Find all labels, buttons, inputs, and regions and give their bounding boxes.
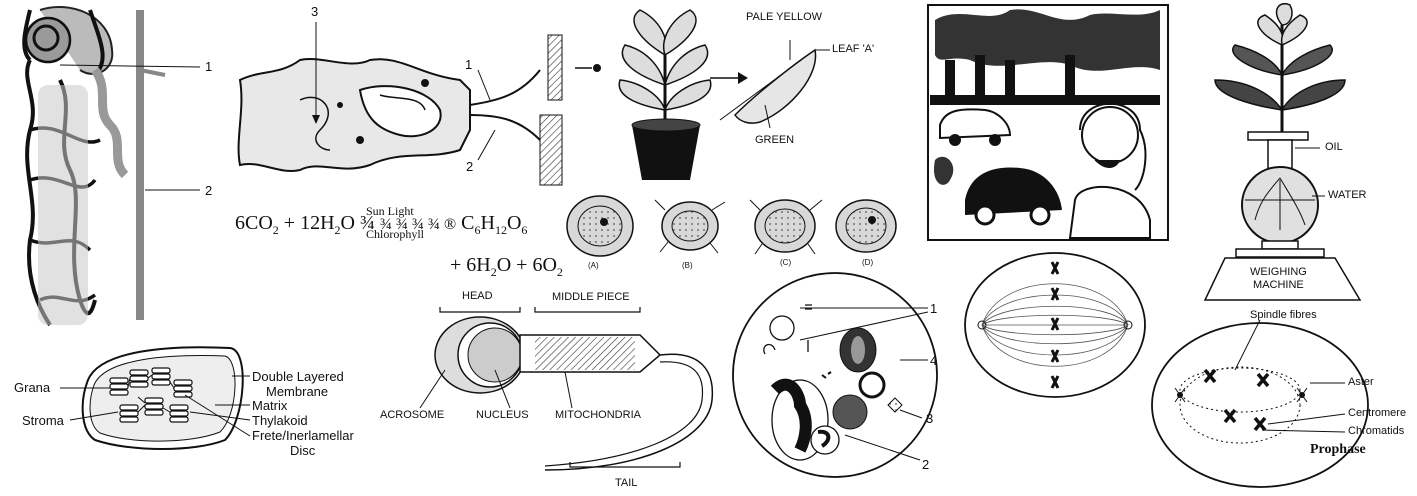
frete-label: Frete/Inerlamellar: [252, 428, 354, 443]
eq-h2o-o: O ¾: [340, 212, 380, 234]
eq-6h2o: + 6H: [450, 254, 491, 276]
eq-c6: 6: [474, 223, 481, 237]
tail-label: TAIL: [615, 477, 638, 489]
cell-stages: [566, 195, 897, 257]
centromere-label: Centromere: [1348, 407, 1407, 419]
equation-line2: + 6H2O + 6O2: [450, 255, 563, 278]
neuron-diagram: [237, 22, 601, 186]
membrane-label: Membrane: [266, 384, 329, 399]
leaf-a-label: LEAF 'A': [832, 43, 875, 55]
prophase-caption: Prophase: [1310, 442, 1366, 457]
eq-chlorophyll: Chlorophyll: [366, 227, 425, 241]
prophase-diagram: [1151, 319, 1369, 488]
double-layered-label: Double Layered: [252, 369, 344, 384]
middle-piece-label: MIDDLE PIECE: [552, 291, 630, 303]
matrix-label: Matrix: [252, 398, 288, 413]
chromatids-label: Chromatids: [1348, 425, 1405, 437]
cell-label-a: (A): [588, 261, 599, 270]
cell-label-b: (B): [682, 261, 693, 270]
eq-6o2: O + 6O: [496, 254, 557, 276]
weighing-machine-label: WEIGHING MACHINE: [1250, 266, 1307, 292]
blood-label-1: 1: [930, 301, 938, 316]
osmosis-apparatus: [1203, 3, 1362, 301]
pollution-scene: [927, 4, 1169, 241]
thylakoid-label: Thylakoid: [252, 413, 308, 428]
chloroplast-diagram: [60, 346, 251, 450]
blood-cells-diagram: [732, 272, 938, 478]
head-label: HEAD: [462, 290, 493, 302]
eq-6h2o-sub: 2: [490, 265, 497, 279]
neuron-label-2: 2: [466, 159, 474, 174]
leaf-experiment-diagram: [618, 9, 830, 180]
spindle-fibres-label: Spindle fibres: [1250, 309, 1317, 321]
mitochondria-label: MITOCHONDRIA: [555, 409, 641, 421]
neuron-label-3: 3: [311, 4, 319, 19]
eq-co2-sub: 2: [272, 223, 279, 237]
eq-sunlight: Sun Light: [366, 204, 414, 218]
eq-6o2-sub: 2: [556, 265, 563, 279]
equation-line1: 6CO2 + 12H2O ¾ ¾ ¾ ¾ ¾ ® C6H12O6: [235, 213, 527, 236]
metaphase-spindle: [964, 252, 1146, 398]
eq-h12: 12: [494, 223, 507, 237]
nephron-label-2: 2: [205, 183, 213, 198]
blood-label-3: 3: [926, 411, 934, 426]
green-label: GREEN: [755, 134, 795, 146]
pale-yellow-label: PALE YELLOW: [746, 11, 823, 23]
nucleus-label: NUCLEUS: [476, 409, 529, 421]
eq-h2o: + 12H: [278, 212, 335, 234]
nephron-diagram: [22, 5, 201, 327]
neuron-label-1: 1: [465, 57, 473, 72]
blood-label-4: 4: [930, 353, 938, 368]
oil-label: OIL: [1325, 141, 1343, 153]
blood-label-2: 2: [922, 457, 930, 472]
eq-glucose-o: O: [506, 212, 522, 234]
disc-label: Disc: [290, 443, 316, 458]
eq-arrow: ¾ ¾ ¾ ¾ ®: [379, 216, 457, 233]
aster-label: Aster: [1348, 376, 1374, 388]
cell-label-d: (D): [862, 258, 874, 267]
eq-h2o-sub: 2: [334, 223, 341, 237]
eq-glucose-h: H: [480, 212, 495, 234]
acrosome-label: ACROSOME: [380, 409, 445, 421]
stroma-label: Stroma: [22, 413, 64, 428]
cell-label-c: (C): [780, 258, 792, 267]
eq-glucose-c: C: [456, 212, 475, 234]
eq-o6: 6: [521, 223, 528, 237]
water-label: WATER: [1328, 189, 1367, 201]
grana-label: Grana: [14, 380, 51, 395]
nephron-label-1: 1: [205, 59, 213, 74]
eq-co2: 6CO: [235, 212, 273, 234]
sperm-diagram: [419, 307, 714, 471]
